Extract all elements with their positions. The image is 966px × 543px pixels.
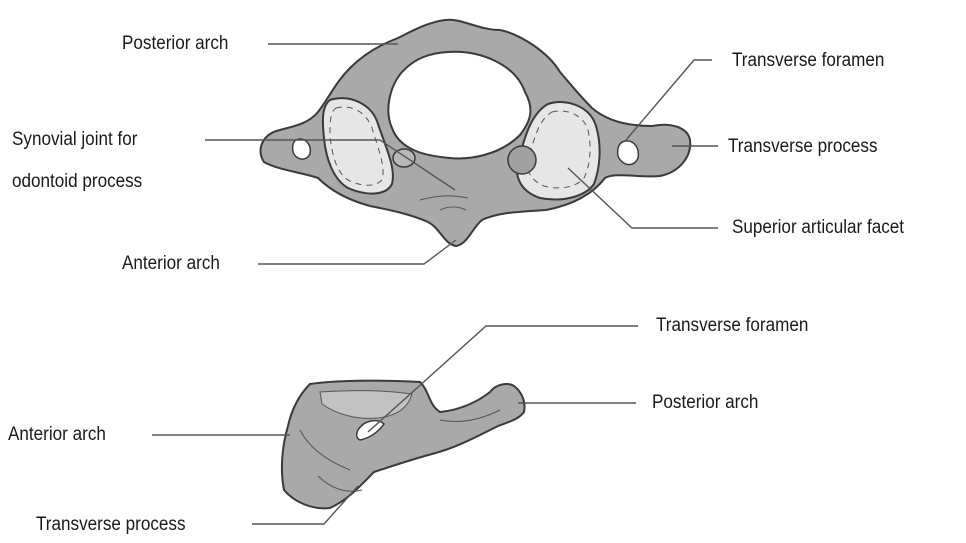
label-transverse-foramen-side: Transverse foramen [656, 314, 808, 337]
label-superior-articular-facet: Superior articular facet [732, 216, 904, 239]
left-transverse-foramen [293, 139, 311, 159]
label-anterior-arch-side: Anterior arch [8, 423, 106, 446]
label-synovial-joint-line2: odontoid process [12, 170, 142, 193]
label-anterior-arch-top: Anterior arch [122, 252, 220, 275]
label-posterior-arch-top: Posterior arch [122, 32, 228, 55]
atlas-top-view [261, 20, 691, 246]
right-tubercle [508, 146, 536, 174]
label-posterior-arch-side: Posterior arch [652, 391, 758, 414]
label-synovial-joint-line1: Synovial joint for [12, 128, 137, 151]
label-transverse-process-top: Transverse process [728, 135, 878, 158]
label-transverse-process-side: Transverse process [36, 513, 186, 536]
label-transverse-foramen-top: Transverse foramen [732, 49, 884, 72]
right-transverse-foramen [618, 141, 639, 165]
leader-anterior-arch-top [258, 240, 456, 264]
